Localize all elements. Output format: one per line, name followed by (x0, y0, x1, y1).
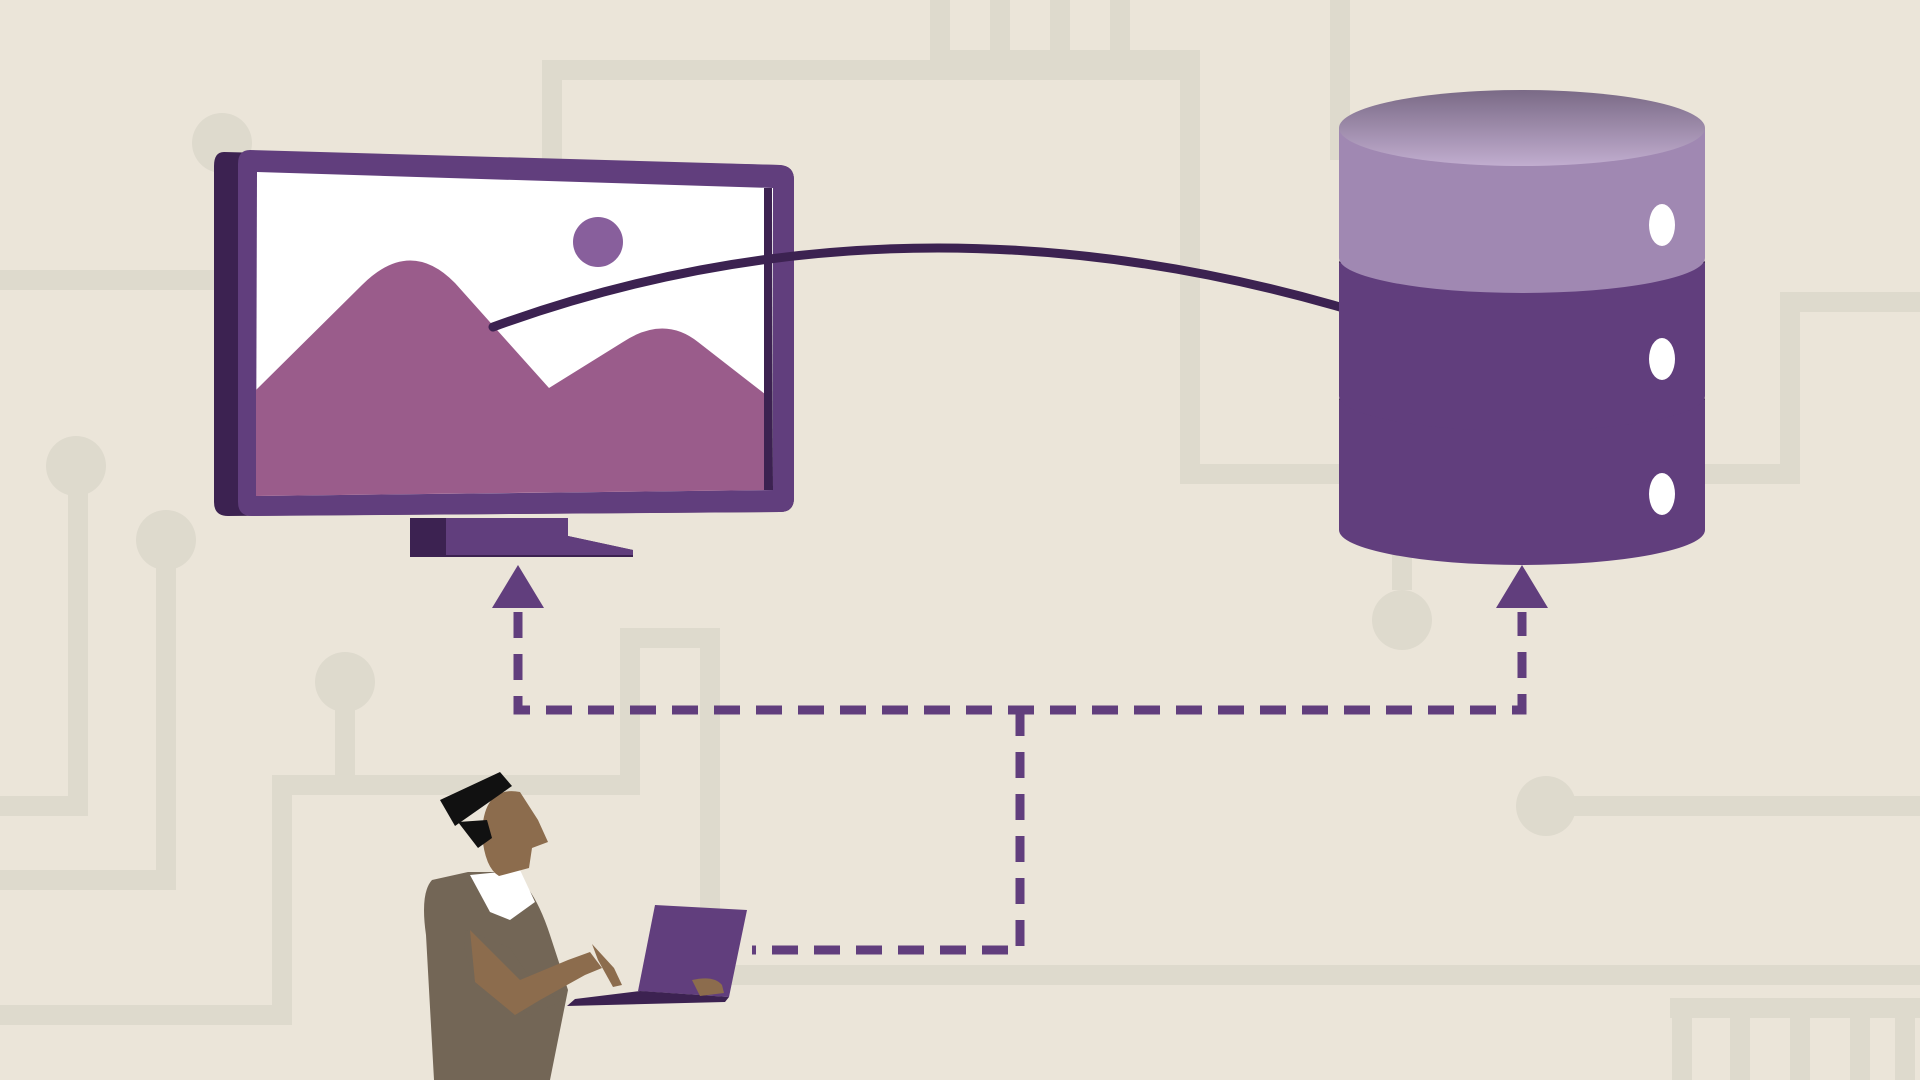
transfer-arrow-line (488, 243, 1433, 340)
monitor-stand (446, 518, 633, 555)
monitor-icon (214, 150, 794, 557)
database-icon (1339, 90, 1705, 565)
circuit-line-right (1660, 292, 1920, 484)
circuit-node (1516, 776, 1576, 836)
database-disk-top (1339, 128, 1705, 293)
person-pointing-finger (592, 944, 622, 987)
laptop-base (567, 991, 729, 1006)
database-indicator-light (1649, 473, 1675, 515)
database-disk-bottom (1339, 400, 1705, 565)
circuit-line-bottom-right (1670, 998, 1920, 1080)
person-hair-side (458, 820, 492, 848)
circuit-node (1372, 590, 1432, 650)
database-indicator-light (1649, 338, 1675, 380)
mountain-icon (256, 260, 770, 496)
circuit-line-left-lower (0, 538, 176, 890)
circuit-line-top-middle (930, 0, 1340, 484)
person-arm (470, 930, 602, 1015)
landscape-image-icon (256, 172, 773, 496)
person-hair (440, 772, 512, 826)
person-head (482, 791, 548, 876)
upload-arrow-to-monitor (492, 565, 544, 608)
person-shirt-collar (470, 870, 535, 920)
monitor-screen-edge (764, 188, 773, 490)
circuit-node (315, 652, 375, 712)
upload-arrow-to-database (1496, 565, 1548, 608)
circuit-line-bottom-left (0, 775, 345, 1025)
circuit-line-left-middle (0, 466, 88, 816)
person-icon (424, 772, 747, 1080)
database-disk-middle (1339, 263, 1705, 431)
person-hand-under-laptop (692, 978, 724, 996)
circuit-node (46, 436, 106, 496)
dashed-connector-group (492, 565, 1548, 955)
database-lid (1339, 90, 1705, 166)
laptop-icon (567, 905, 747, 1006)
laptop-screen (638, 905, 747, 997)
circuit-node (136, 510, 196, 570)
sun-icon (573, 217, 623, 267)
database-indicator-light (1649, 204, 1675, 246)
